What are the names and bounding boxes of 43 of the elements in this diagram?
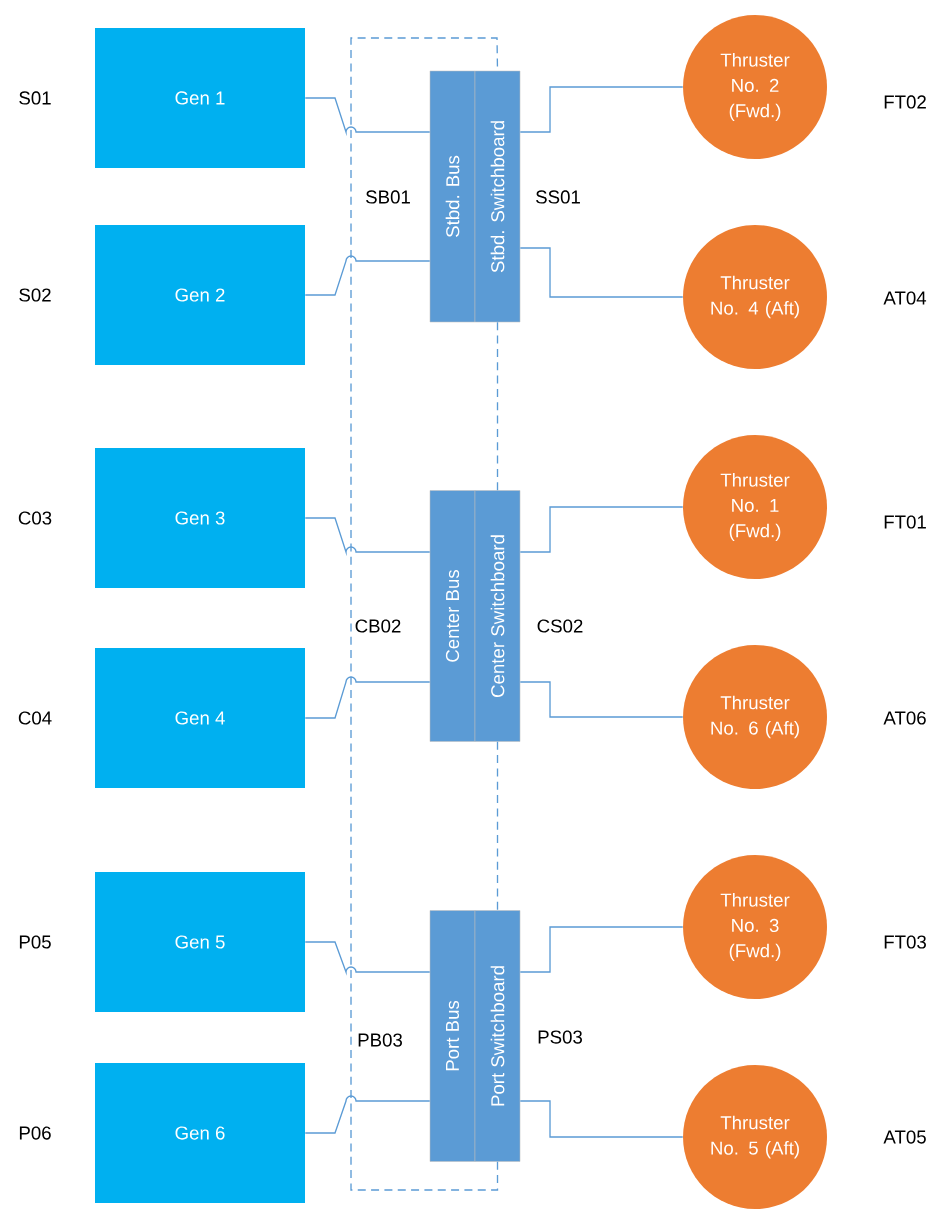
node-label: CB02 [355,619,401,633]
node-label: PB03 [358,1033,402,1047]
connector-line [519,681,684,718]
connector-line [496,321,499,491]
bus-bar: Center Bus [429,490,476,742]
node-label: P06 [19,1126,51,1140]
generator-box: Gen 3 [95,448,305,588]
connector-line [519,926,684,973]
generator-box: Gen 6 [95,1063,305,1203]
switchboard-box: Port Switchboard [474,910,521,1162]
node-label: SS01 [536,190,580,204]
connector-line [519,1100,684,1138]
node-label: FT02 [884,95,926,109]
node-label: PS03 [538,1030,582,1044]
node-label: FT03 [884,935,926,949]
node-label: S02 [19,288,51,302]
connector-line [304,941,431,973]
generator-box: Gen 5 [95,872,305,1012]
node-label: CS02 [537,619,583,633]
connector-line [304,255,431,296]
node-label: AT06 [883,711,926,725]
node-label: AT04 [883,291,927,305]
connector-line [519,247,684,298]
switchboard-box: Stbd. Switchboard [474,70,521,323]
node-label: FT01 [884,515,926,529]
node-label: SB01 [366,190,410,204]
connector-line [519,86,684,133]
node-label: AT05 [883,1130,926,1144]
bus-bar: Stbd. Bus [429,70,476,323]
connector-line [304,1095,431,1134]
generator-box: Gen 2 [95,225,305,365]
connector-line [350,37,499,1191]
bus-bar: Port Bus [429,910,476,1162]
node-label: P05 [19,935,51,949]
connector-line [496,741,499,911]
generator-box: Gen 4 [95,648,305,788]
node-label: S01 [19,91,51,105]
connector-line [519,506,684,553]
switchboard-box: Center Switchboard [474,490,521,742]
node-label: C03 [18,511,52,525]
generator-box: Gen 1 [95,28,305,168]
connector-line [304,676,431,719]
node-label: C04 [18,711,52,725]
